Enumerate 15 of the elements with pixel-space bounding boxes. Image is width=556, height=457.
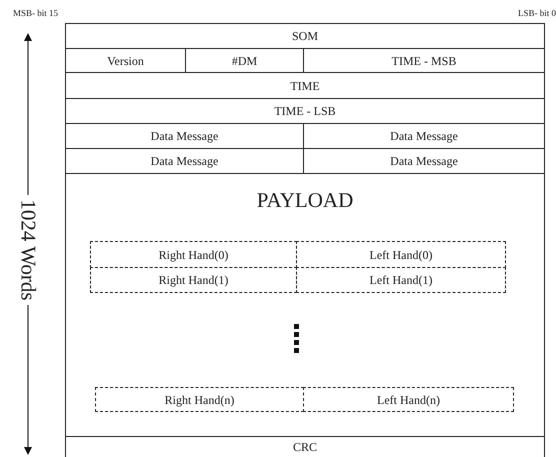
section-title: PAYLOAD <box>256 190 354 211</box>
data-slot: Right Hand(n) <box>95 387 304 412</box>
field-cell: TIME - LSB <box>65 98 545 124</box>
data-slot: Right Hand(0) <box>90 241 297 268</box>
dimension-label: 1024 Words <box>16 199 40 301</box>
bit-label: MSB- bit 15 <box>13 8 58 18</box>
payload-section <box>65 173 545 437</box>
data-slot: Left Hand(1) <box>296 267 506 293</box>
field-cell: CRC <box>65 436 545 457</box>
bit-label: LSB- bit 0 <box>518 8 556 18</box>
data-slot: Left Hand(n) <box>303 387 514 412</box>
field-cell: TIME <box>65 72 545 99</box>
data-slot: Left Hand(0) <box>296 241 506 268</box>
data-slot: Right Hand(1) <box>90 267 297 293</box>
field-cell: SOM <box>65 23 545 49</box>
